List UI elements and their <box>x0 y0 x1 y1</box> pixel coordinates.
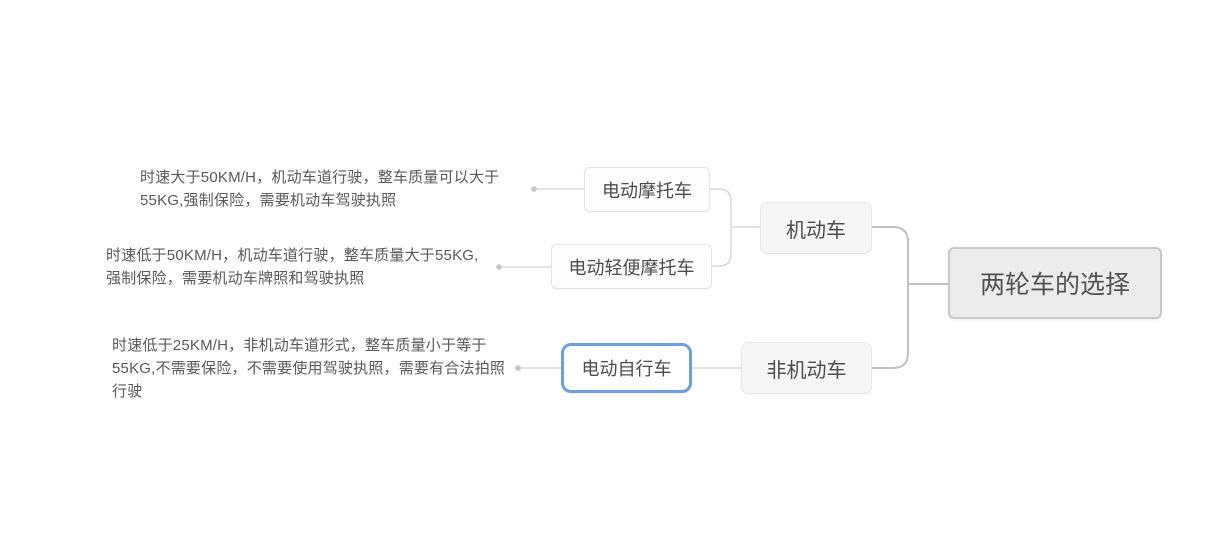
topic-motor-vehicle[interactable]: 机动车 <box>760 202 872 254</box>
topic-label: 两轮车的选择 <box>979 271 1130 299</box>
topic-label: 电动自行车 <box>581 359 672 379</box>
root-connectors <box>872 226 948 369</box>
note-connector-dot <box>531 186 537 192</box>
topic-non-motor-vehicle[interactable]: 非机动车 <box>741 342 872 394</box>
note-electric-moped[interactable]: 时速低于50KM/H，机动车道行驶，整车质量大于55KG,强制保险，需要机动车牌… <box>106 247 479 287</box>
topic-label: 非机动车 <box>766 359 847 382</box>
bracket-motor-children <box>710 188 732 267</box>
topic-label: 电动轻便摩托车 <box>568 257 695 278</box>
topic-electric-bicycle-selected[interactable]: 电动自行车 <box>561 343 692 393</box>
topic-root-two-wheeler-choice[interactable]: 两轮车的选择 <box>948 247 1162 319</box>
note-electric-motorcycle[interactable]: 时速大于50KM/H，机动车道行驶，整车质量可以大于55KG,强制保险，需要机动… <box>140 169 500 209</box>
note-connector-dot <box>515 365 521 371</box>
topic-electric-motorcycle[interactable]: 电动摩托车 <box>584 167 710 212</box>
note-connector-dot <box>496 264 502 270</box>
topic-electric-moped[interactable]: 电动轻便摩托车 <box>551 244 712 289</box>
topic-label: 机动车 <box>786 219 846 242</box>
bracket-root-children <box>872 226 909 369</box>
note-electric-bicycle[interactable]: 时速低于25KM/H，非机动车道形式，整车质量小于等于55KG,不需要保险，不需… <box>112 337 506 400</box>
topic-label: 电动摩托车 <box>602 180 692 201</box>
